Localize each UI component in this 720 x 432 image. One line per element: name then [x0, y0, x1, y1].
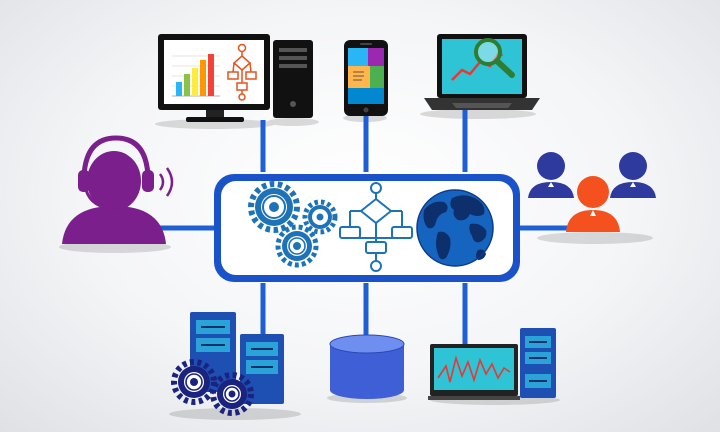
person-back-right — [610, 152, 656, 198]
screen-bar-chart — [172, 54, 220, 97]
flowchart-icon — [339, 182, 413, 272]
connector-lines — [160, 110, 570, 345]
gears-icon — [248, 181, 338, 268]
laptop-analytics-icon — [424, 34, 540, 110]
tower-pc-icon — [273, 40, 313, 118]
server-gears-icon — [171, 312, 284, 416]
smartphone-icon — [344, 40, 388, 116]
screen-flowchart — [227, 43, 257, 101]
globe-icon — [416, 189, 494, 267]
signal-waveform — [437, 355, 511, 383]
desktop-computer-icon — [158, 34, 270, 122]
user-group-icon — [528, 152, 656, 232]
call-center-agent-icon — [62, 135, 174, 244]
person-front — [566, 176, 620, 232]
monitoring-monitor-icon — [428, 328, 556, 400]
magnifier-icon — [474, 38, 515, 78]
database-icon — [329, 334, 405, 399]
person-back-left — [528, 152, 574, 198]
